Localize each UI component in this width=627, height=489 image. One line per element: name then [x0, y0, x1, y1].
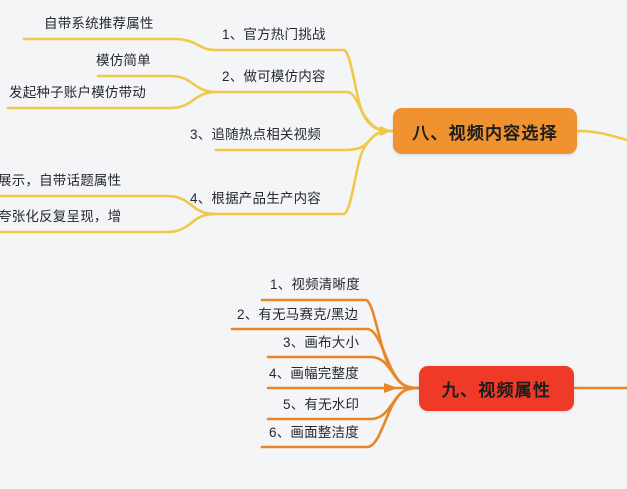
attr-label-mosaic-black-border[interactable]: 2、有无马赛克/黑边 [237, 307, 359, 322]
node-video-attributes[interactable]: 九、视频属性 [419, 366, 574, 411]
arrowhead-top [380, 126, 392, 136]
arrowhead-bottom [384, 383, 398, 393]
attr-label-video-clarity[interactable]: 1、视频清晰度 [270, 277, 360, 292]
connector-arrowheads-top [380, 126, 392, 136]
branch-label-follow-hotspot-videos[interactable]: 3、追随热点相关视频 [190, 127, 322, 142]
branch-label-product-based-content[interactable]: 4、根据产品生产内容 [190, 191, 322, 206]
sub-label-system-recommend-attribute[interactable]: 自带系统推荐属性 [44, 16, 154, 31]
node-video-content-selection-label: 八、视频内容选择 [412, 123, 558, 143]
outgoing-line-top [575, 129, 627, 142]
connector-arrowheads [384, 383, 398, 393]
sub-branch-line-1-1 [22, 37, 218, 52]
attr-label-screen-cleanliness[interactable]: 6、画面整洁度 [269, 425, 359, 440]
attr-label-frame-completeness[interactable]: 4、画幅完整度 [269, 366, 359, 381]
attr-label-canvas-size[interactable]: 3、画布大小 [283, 335, 360, 350]
sub-label-easy-to-imitate[interactable]: 模仿简单 [96, 53, 151, 68]
branch-label-imitable-content[interactable]: 2、做可模仿内容 [222, 69, 326, 84]
sub-label-seed-account-imitation[interactable]: 发起种子账户模仿带动 [9, 85, 146, 100]
attr-label-watermark[interactable]: 5、有无水印 [283, 397, 360, 412]
branch-label-official-hot-challenge[interactable]: 1、官方热门挑战 [222, 27, 326, 42]
node-video-content-selection[interactable]: 八、视频内容选择 [393, 108, 577, 154]
node-video-attributes-label: 九、视频属性 [441, 381, 552, 400]
branch-line-2 [214, 90, 394, 133]
branch-line-1 [214, 48, 394, 133]
sub-label-display-topic-attribute[interactable]: 展示，自带话题属性 [0, 173, 122, 188]
sub-label-exaggerated-repetition[interactable]: 夸张化反复呈现，增 [0, 209, 122, 224]
